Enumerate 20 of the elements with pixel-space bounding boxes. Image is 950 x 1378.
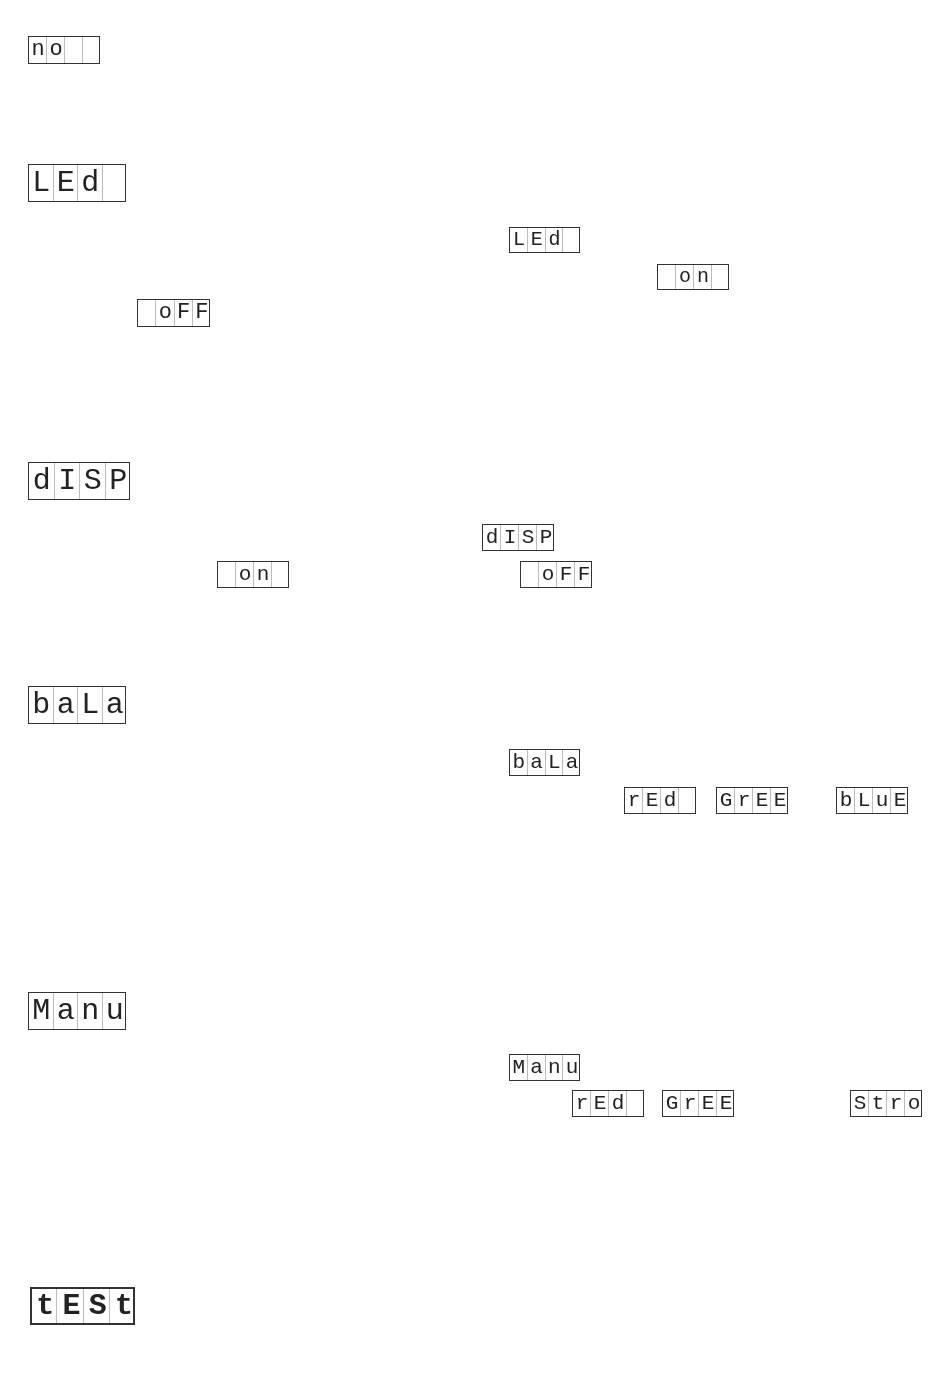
lcd-display: LEd [509,227,580,253]
lcd-display: baLa [28,686,126,724]
lcd-display: tESt [30,1287,135,1325]
lcd-display: rEd [624,787,696,814]
lcd-display: bLuE [836,787,908,814]
lcd-display: no [28,36,100,64]
lcd-display: dISP [482,524,554,551]
lcd-display: Manu [28,992,126,1030]
lcd-display: GrEE [662,1090,734,1117]
lcd-display: dISP [28,462,130,500]
lcd-display: rEd [572,1090,644,1117]
lcd-display: on [217,561,289,588]
lcd-display: baLa [509,749,580,776]
lcd-display: oFF [137,299,210,327]
lcd-display: Stro [850,1090,922,1117]
lcd-display: on [657,264,729,290]
lcd-display: LEd [28,164,126,202]
lcd-display: GrEE [716,787,788,814]
lcd-display: oFF [520,561,592,588]
lcd-display: Manu [509,1054,580,1081]
